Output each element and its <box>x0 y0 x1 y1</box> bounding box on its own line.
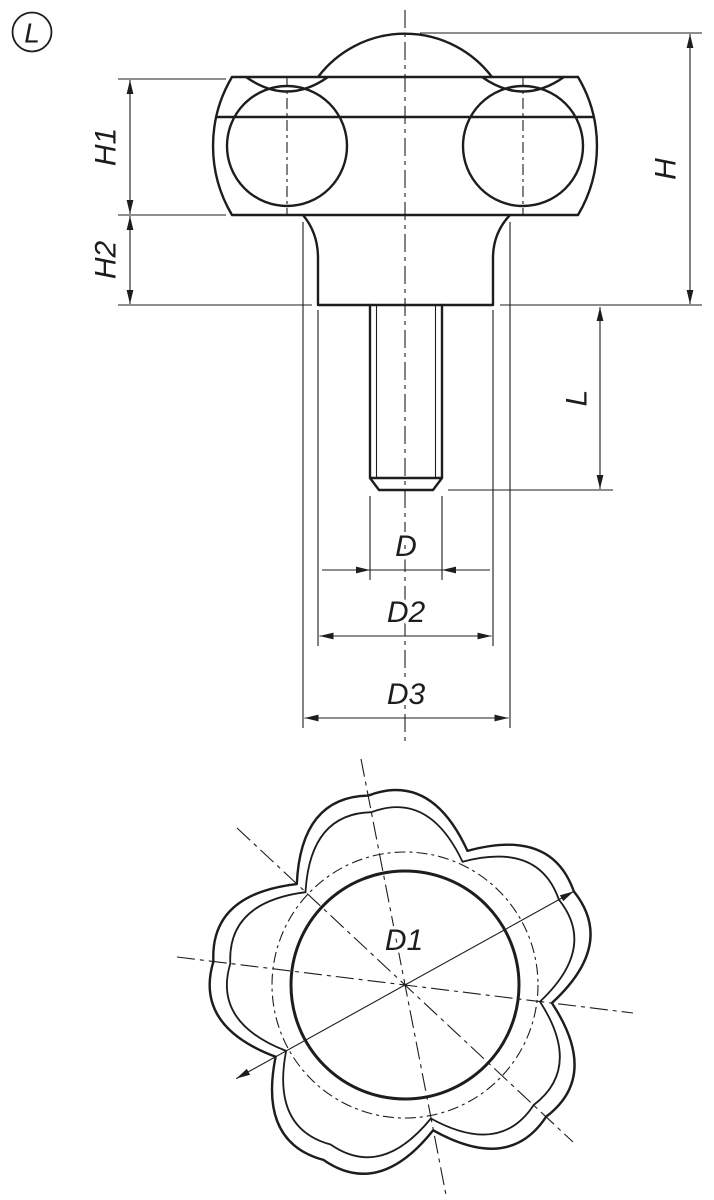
dimension-line-d1 <box>235 890 575 1080</box>
dimension-h2: H2 <box>86 216 134 304</box>
view-badge-circle <box>11 11 53 53</box>
right-lobe-circle <box>461 84 585 208</box>
dim-label-l: L <box>561 390 594 407</box>
thread-lines <box>375 306 437 478</box>
dim-label-h1: H1 <box>90 128 123 166</box>
star-inner-contour <box>226 806 576 1159</box>
knob-outline <box>211 32 599 217</box>
bottom-view: D1 <box>176 758 634 1196</box>
dim-label-d2: D2 <box>387 596 426 629</box>
dim-label-h2: H2 <box>90 241 123 280</box>
bottom-centerlines <box>176 758 634 1196</box>
view-badge-label: L <box>24 18 40 49</box>
dimension-d: D <box>322 527 490 574</box>
hub-outline <box>301 213 512 307</box>
dimension-h: H <box>646 34 694 304</box>
dimension-l: L <box>557 307 604 489</box>
dim-label-d: D <box>395 530 417 563</box>
side-view: H1 H2 H L D D2 <box>86 10 702 742</box>
star-outer-contour <box>208 788 592 1175</box>
dimension-d3: D3 <box>304 675 509 722</box>
lobe-centerlines <box>286 76 524 216</box>
dimension-d2: D2 <box>319 593 492 640</box>
extension-lines <box>118 32 702 728</box>
dim-label-d1: D1 <box>385 924 423 957</box>
dimension-h1: H1 <box>86 80 134 214</box>
stud-outline <box>368 303 444 492</box>
dim-label-d3: D3 <box>387 678 426 711</box>
dim-label-h: H <box>650 158 683 180</box>
left-lobe-circle <box>225 84 349 208</box>
view-badge: L <box>11 11 53 53</box>
dimension-d1: D1 <box>235 890 575 1080</box>
